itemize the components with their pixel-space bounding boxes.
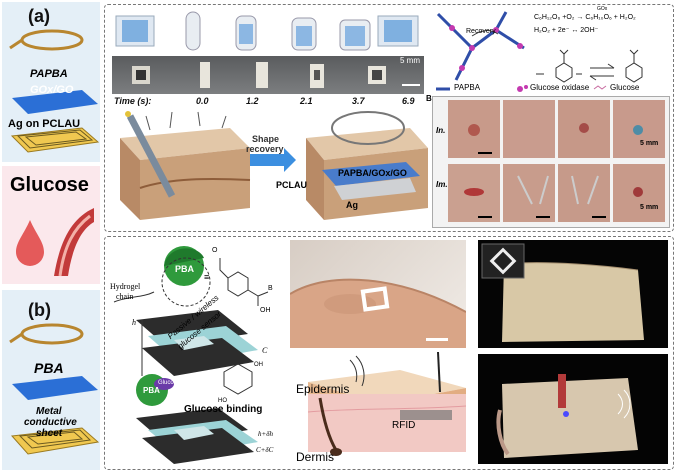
c-dc-label: C+δC (256, 446, 274, 454)
legend-papba: PAPBA (454, 83, 481, 92)
blood-drop-vessel-icon (16, 208, 94, 277)
pba-hydrogel-sensor-diagram: OH B O ≡ OH HO (113, 246, 273, 464)
skin-layers (307, 352, 466, 456)
panel-b-sensor-illustration (9, 323, 100, 455)
equation-1-catalyst: GOx (597, 6, 608, 12)
metal-layer-label-2: conductive (24, 417, 77, 428)
time-2: 2.1 (300, 96, 313, 106)
papba-network-illustration (436, 11, 525, 81)
wound-row-im-label: Im. (436, 180, 448, 189)
skin-cross-section (290, 352, 466, 464)
tissue-photo-bottom (478, 354, 668, 464)
wound-scale-2: 5 mm (640, 204, 659, 211)
panel-a-frame (104, 4, 674, 232)
svg-text:OH: OH (254, 362, 263, 368)
tissue-sample-2 (496, 374, 638, 458)
scale-bar-label: 5 mm (400, 56, 420, 65)
wound-row-in-label: In. (436, 126, 446, 135)
recovery-samples (132, 62, 420, 88)
metal-layer-label-1: Metal (36, 406, 62, 417)
glucose-tag-label: Glucose (158, 380, 181, 386)
pba-circle-label: PBA (175, 264, 195, 274)
finger-with-sensor (290, 278, 466, 348)
dermis-label: Dermis (296, 450, 334, 464)
time-3: 3.7 (352, 96, 365, 106)
capacitance-label: C (262, 346, 268, 355)
epidermis-label: Epidermis (296, 382, 350, 396)
shape-recovery-arrow-label-2: recovery (246, 144, 284, 154)
pclau-label: PCLAU (276, 180, 307, 190)
equation-1: C₆H₁₂O₆ +O₂ → C₆H₁₀O₆ + H₂O₂ (534, 14, 636, 21)
goxgo-layer-label: GOx/GO (30, 84, 74, 96)
hydrogel-label-1: Hydrogel (110, 282, 141, 291)
time-4: 6.9 (402, 96, 415, 106)
wound-photo-grid (448, 100, 665, 222)
h-label: h (132, 318, 136, 327)
rfid-label: RFID (392, 420, 416, 431)
ag-layer-label: Ag on PCLAU (8, 118, 81, 130)
time-1: 1.2 (246, 96, 259, 106)
shape-recovery-arrow-label-1: Shape (252, 134, 280, 144)
panel-b-label: (b) (28, 300, 51, 320)
boronic-acid-structures (536, 49, 643, 83)
skin-implant-illustration (120, 111, 428, 220)
svg-text:OH: OH (260, 307, 271, 314)
tissue-photo-top (478, 240, 668, 348)
glucose-title: Glucose (10, 174, 89, 196)
metal-layer-label-3: sheet (36, 428, 63, 439)
shape-recovery-photo-strip (112, 56, 424, 94)
tissue-sample-1 (481, 243, 644, 342)
recovery-arrow-label: Recovery (466, 28, 496, 35)
svg-text:B: B (268, 285, 273, 292)
pba-layer-label: PBA (34, 360, 64, 376)
finger-photo (290, 240, 466, 348)
svg-text:≡: ≡ (204, 272, 209, 282)
equation-2: H₂O₂ + 2e⁻ ↔ 2OH⁻ (534, 27, 599, 34)
svg-text:HO: HO (218, 398, 227, 404)
papba-goxgo-label: PAPBA/GOx/GO (338, 168, 407, 178)
wound-panel-b-label: B (426, 94, 432, 103)
time-0: 0.0 (196, 96, 209, 106)
legend-glucose: Glucose (610, 83, 640, 92)
time-label: Time (s): (114, 96, 152, 106)
panel-a-sensor-illustration (9, 29, 100, 153)
reaction-legend-icons (436, 85, 607, 92)
panel-a-label: (a) (28, 6, 50, 26)
svg-text:O: O (212, 247, 218, 254)
shape-recovery-device-icons (115, 11, 419, 51)
ag-label: Ag (346, 200, 358, 210)
panel-b-frame (104, 236, 674, 470)
h-dh-label: h+δh (258, 430, 273, 438)
legend-glucose-oxidase: Glucose oxidase (530, 83, 590, 92)
wound-scale-1: 5 mm (640, 140, 659, 147)
hydrogel-label-2: chain (116, 292, 134, 301)
glucose-binding-label: Glucose binding (184, 404, 263, 415)
papba-layer-label: PAPBA (30, 68, 68, 80)
pba-circle-label-2: PBA (143, 386, 160, 395)
